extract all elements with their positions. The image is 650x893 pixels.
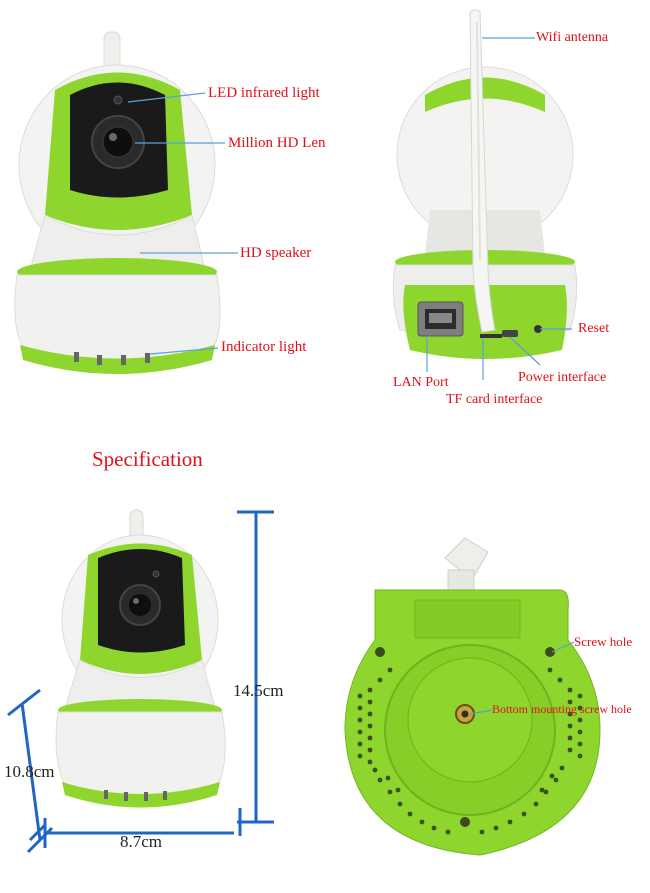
label-led-infrared-light: LED infrared light bbox=[208, 85, 320, 101]
label-tf-card-interface: TF card interface bbox=[446, 392, 543, 407]
bottom-view-camera bbox=[330, 530, 650, 893]
label-power-interface: Power interface bbox=[518, 370, 607, 385]
dimension-width-label: 8.7cm bbox=[120, 832, 163, 851]
specification-title: Specification bbox=[92, 447, 203, 471]
label-screw-hole: Screw hole bbox=[574, 634, 633, 649]
front-camera-illustration bbox=[14, 31, 238, 374]
label-hd-lens: Million HD Len bbox=[228, 135, 326, 151]
depth-dimension-line bbox=[7, 688, 54, 854]
back-camera-illustration bbox=[392, 9, 578, 380]
vent-holes bbox=[357, 667, 583, 835]
front-view-camera bbox=[0, 0, 330, 380]
dimension-view-camera bbox=[0, 490, 330, 893]
dimension-camera-illustration bbox=[7, 509, 274, 854]
height-dimension-line bbox=[237, 510, 274, 836]
label-bottom-mounting-screw-hole: Bottom mounting screw hole bbox=[492, 702, 632, 716]
back-view-camera bbox=[330, 0, 650, 420]
dimension-height-label: 14.5cm bbox=[233, 681, 284, 700]
bottom-camera-illustration bbox=[344, 537, 601, 856]
label-indicator-light: Indicator light bbox=[221, 339, 307, 355]
label-lan-port: LAN Port bbox=[393, 375, 449, 390]
label-reset: Reset bbox=[578, 321, 610, 336]
label-hd-speaker: HD speaker bbox=[240, 245, 312, 261]
dimension-depth-label: 10.8cm bbox=[4, 762, 55, 781]
label-wifi-antenna: Wifi antenna bbox=[536, 30, 609, 45]
